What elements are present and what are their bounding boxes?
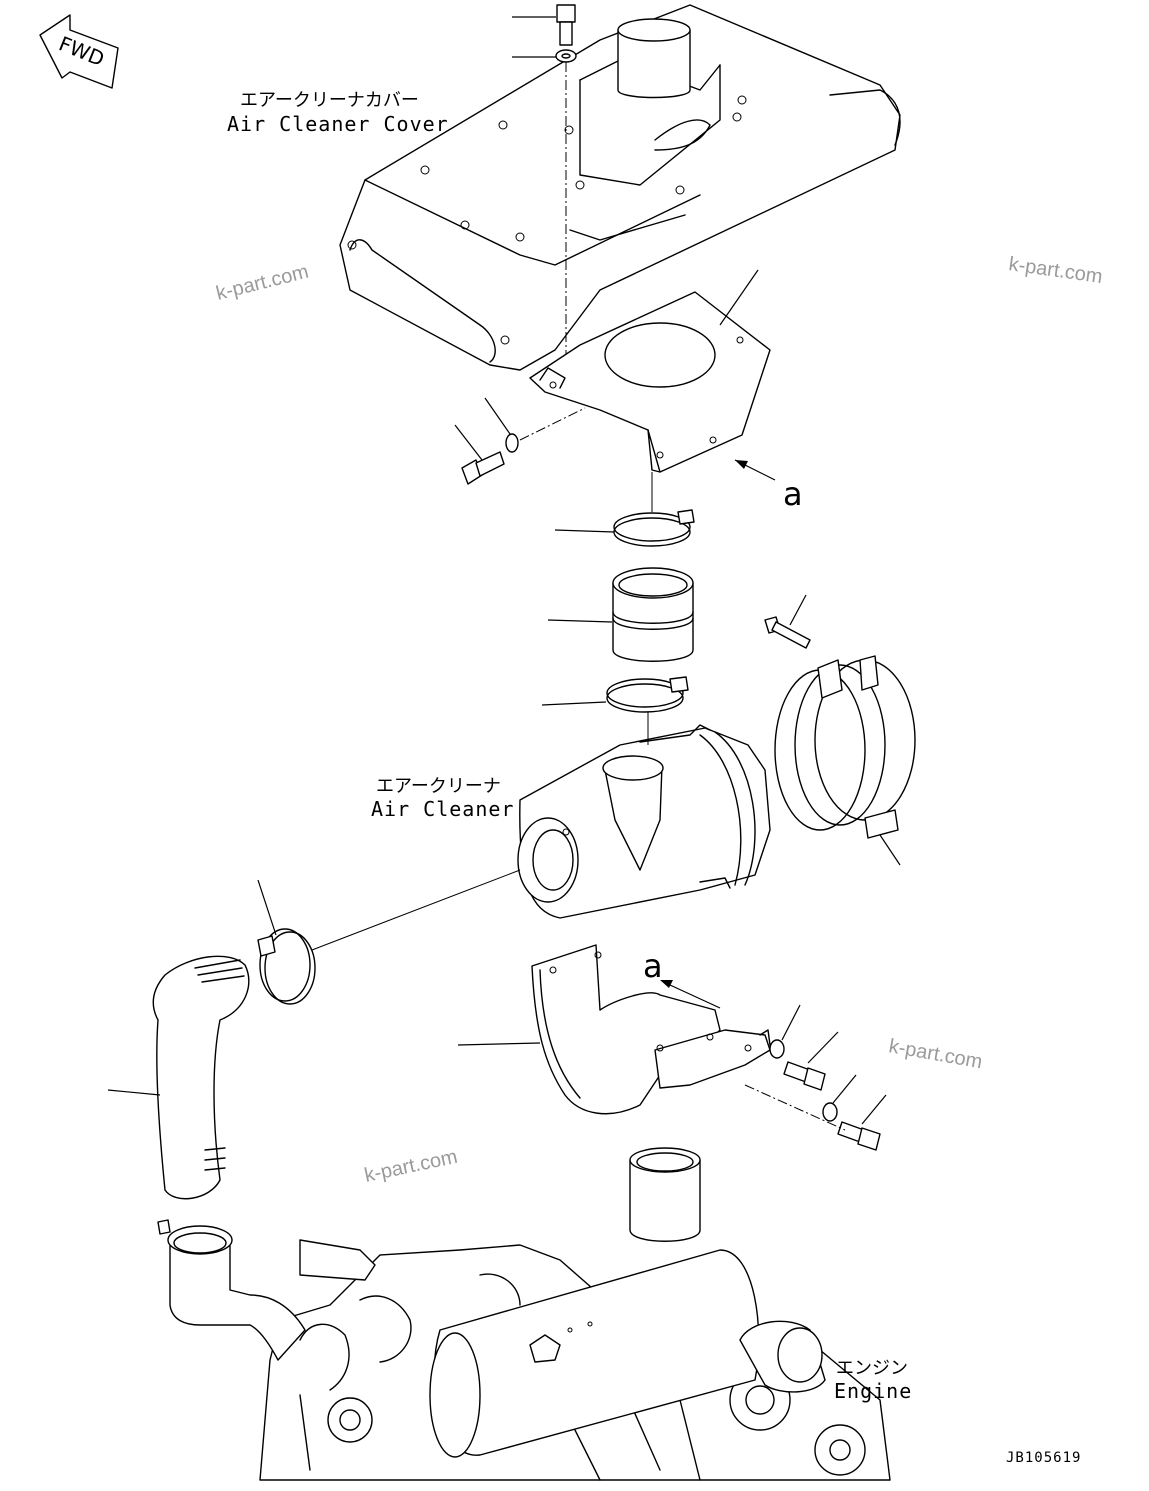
air-cleaner-cover xyxy=(339,4,901,371)
lower-washer-1 xyxy=(769,1004,801,1059)
centerline-lower xyxy=(744,1084,846,1131)
label-engine-jp: エンジン xyxy=(836,1358,908,1379)
label-cleaner-jp: エアークリーナ xyxy=(376,776,501,797)
top-washer xyxy=(512,49,577,63)
centerline-bracket xyxy=(519,407,586,441)
hose-clamp-2 xyxy=(541,676,689,713)
band-bolt xyxy=(764,594,811,649)
muffler xyxy=(429,1147,760,1458)
view-arrow-a-top: a xyxy=(734,459,803,513)
view-marker-a-top: a xyxy=(783,475,803,513)
bracket-washer xyxy=(484,397,519,453)
lower-bolt-1 xyxy=(783,1031,839,1091)
fwd-arrow: FWD xyxy=(39,14,119,89)
lower-bolt-2 xyxy=(837,1094,887,1151)
connector-hose xyxy=(547,567,694,662)
bracket-bolt xyxy=(454,424,505,485)
watermark-3: k-part.com xyxy=(887,1035,984,1073)
label-cover-jp: エアークリーナカバー xyxy=(240,90,419,111)
hose-clamp-1 xyxy=(554,509,695,547)
label-cleaner-en: Air Cleaner xyxy=(371,797,514,821)
upper-bracket xyxy=(529,269,771,473)
label-cover-en: Air Cleaner Cover xyxy=(227,112,449,136)
watermark-4: k-part.com xyxy=(362,1146,459,1187)
engine-elbow-hose xyxy=(157,1219,306,1361)
label-engine-en: Engine xyxy=(834,1379,912,1403)
fwd-label: FWD xyxy=(55,31,107,71)
drawing-number: JB105619 xyxy=(1006,1450,1081,1466)
lower-washer-2 xyxy=(822,1074,857,1122)
air-cleaner-body xyxy=(517,724,771,919)
lower-bracket xyxy=(457,944,771,1115)
centerline-intake xyxy=(311,869,521,951)
watermark-2: k-part.com xyxy=(1007,253,1104,288)
view-arrow-a-bottom: a xyxy=(643,947,721,1009)
watermark-1: k-part.com xyxy=(214,261,311,305)
top-bolt xyxy=(512,4,576,46)
view-marker-a-bottom: a xyxy=(643,947,663,985)
turbo-outlet xyxy=(739,1320,826,1393)
intake-hose xyxy=(107,955,250,1200)
band-clamp-set xyxy=(774,655,916,866)
hose-clamp-3 xyxy=(257,879,316,1005)
